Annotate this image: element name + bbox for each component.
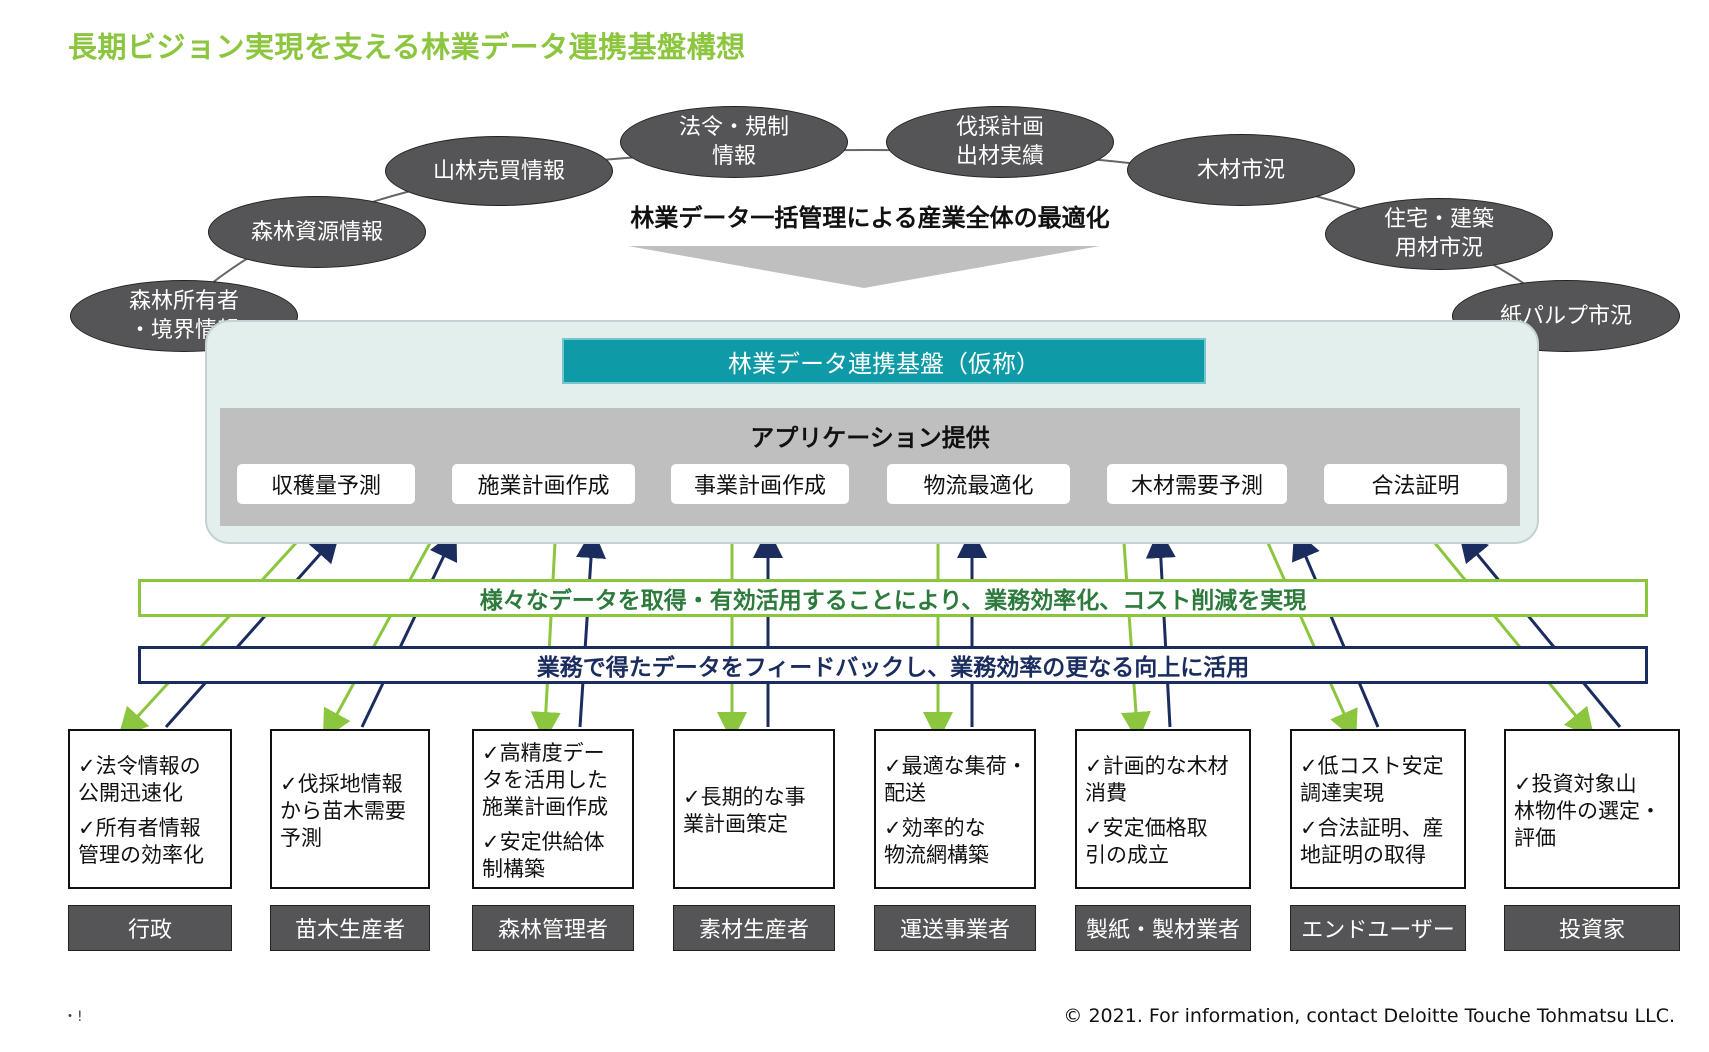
benefit-box-producer: ✓長期的な事 業計画策定 (673, 729, 835, 889)
app-forest-plan[interactable]: 施業計画作成 (452, 464, 635, 504)
applications-panel (220, 408, 1520, 526)
applications-title: アプリケーション提供 (750, 424, 990, 452)
stakeholder-investor: 投資家 (1504, 905, 1680, 951)
footer-marker: ・! (63, 1009, 83, 1025)
efficiency-banner: 様々なデータを取得・有効活用することにより、業務効率化、コスト削減を実現 (138, 579, 1648, 617)
app-logistics[interactable]: 物流最適化 (887, 464, 1070, 504)
platform-title: 林業データ連携基盤（仮称） (562, 338, 1206, 384)
benefit-item: ✓安定供給体 制構築 (482, 829, 605, 881)
data-source-ellipse: 森林資源情報 (208, 196, 426, 268)
data-source-ellipse: 住宅・建築 用材市況 (1325, 198, 1553, 270)
benefit-item: ✓効率的な 物流網構築 (884, 816, 989, 867)
data-feedback-arrow (1458, 531, 1622, 728)
page-title: 長期ビジョン実現を支える林業データ連携基盤構想 (68, 30, 746, 64)
data-feedback-arrow (1292, 529, 1380, 728)
overall-goal: 林業データ一括管理による産業全体の最適化 (630, 204, 1110, 232)
data-feedback-arrow (360, 529, 458, 728)
data-feedback-arrow (164, 531, 340, 728)
benefit-box-paper-lumber: ✓計画的な木材 消費 ✓安定価格取 引の成立 (1075, 729, 1251, 889)
data-delivery-arrow (117, 541, 298, 739)
benefit-item: ✓安定価格取 引の成立 (1085, 816, 1208, 867)
benefit-box-investor: ✓投資対象山 林物件の選定・ 評価 (1504, 729, 1680, 889)
benefit-item: ✓最適な集荷・ 配送 (884, 754, 1028, 805)
data-source-ellipse: 法令・規制 情報 (620, 106, 848, 178)
benefit-item: ✓長期的な事 業計画策定 (683, 785, 806, 836)
data-feedback-arrow (1145, 528, 1176, 728)
data-delivery-arrow (1433, 542, 1595, 739)
data-delivery-arrow (322, 542, 432, 741)
stakeholder-end-user: エンドユーザー (1290, 905, 1466, 951)
stakeholder-forest-manager: 森林管理者 (472, 905, 634, 951)
app-harvest-forecast[interactable]: 収穫量予測 (237, 464, 415, 504)
data-feedback-arrow (576, 528, 606, 728)
data-source-ellipse: 木材市況 (1127, 134, 1355, 206)
app-business-plan[interactable]: 事業計画作成 (671, 464, 849, 504)
feedback-arrows (117, 528, 1622, 742)
data-source-ellipse: 山林売買情報 (385, 136, 613, 206)
benefit-box-transport: ✓最適な集荷・ 配送 ✓効率的な 物流網構築 (874, 729, 1036, 889)
benefit-box-seedling: ✓伐採地情報 から苗木需要 予測 (270, 729, 430, 889)
data-source-ellipse: 紙パルプ市況 (1452, 280, 1680, 352)
data-delivery-arrow (1120, 542, 1151, 742)
stakeholder-paper-lumber: 製紙・製材業者 (1075, 905, 1251, 951)
data-source-ellipse: 伐採計画 出材実績 (886, 106, 1114, 178)
app-demand-forecast[interactable]: 木材需要予測 (1107, 464, 1287, 504)
stakeholder-transport: 運送事業者 (874, 905, 1036, 951)
benefit-item: ✓低コスト安定 調達実現 (1300, 754, 1444, 805)
stakeholder-producer: 素材生産者 (673, 905, 835, 951)
copyright-footer: © 2021. For information, contact Deloitt… (1063, 1005, 1675, 1027)
benefit-item: ✓合法証明、産 地証明の取得 (1300, 816, 1444, 867)
feedback-banner: 業務で得たデータをフィードバックし、業務効率の更なる向上に活用 (138, 646, 1648, 684)
benefit-item: ✓高精度デー タを活用した 施業計画作成 (482, 740, 608, 819)
benefit-item: ✓法令情報の 公開迅速化 (78, 754, 201, 805)
benefit-item: ✓投資対象山 林物件の選定・ 評価 (1514, 771, 1661, 850)
benefit-box-forest-manager: ✓高精度デー タを活用した 施業計画作成 ✓安定供給体 制構築 (472, 729, 634, 889)
benefit-item: ✓伐採地情報 から苗木需要 予測 (280, 771, 406, 850)
data-delivery-arrow (530, 542, 561, 742)
benefit-box-gov: ✓法令情報の 公開迅速化 ✓所有者情報 管理の効率化 (68, 729, 232, 889)
data-delivery-arrow (1266, 542, 1358, 741)
stakeholder-gov: 行政 (68, 905, 232, 951)
app-legal-certification[interactable]: 合法証明 (1324, 464, 1507, 504)
benefit-item: ✓計画的な木材 消費 (1085, 754, 1229, 805)
downward-arrow (628, 246, 1100, 288)
benefit-box-end-user: ✓低コスト安定 調達実現 ✓合法証明、産 地証明の取得 (1290, 729, 1466, 889)
stakeholder-seedling: 苗木生産者 (270, 905, 430, 951)
benefit-item: ✓所有者情報 管理の効率化 (78, 816, 204, 867)
